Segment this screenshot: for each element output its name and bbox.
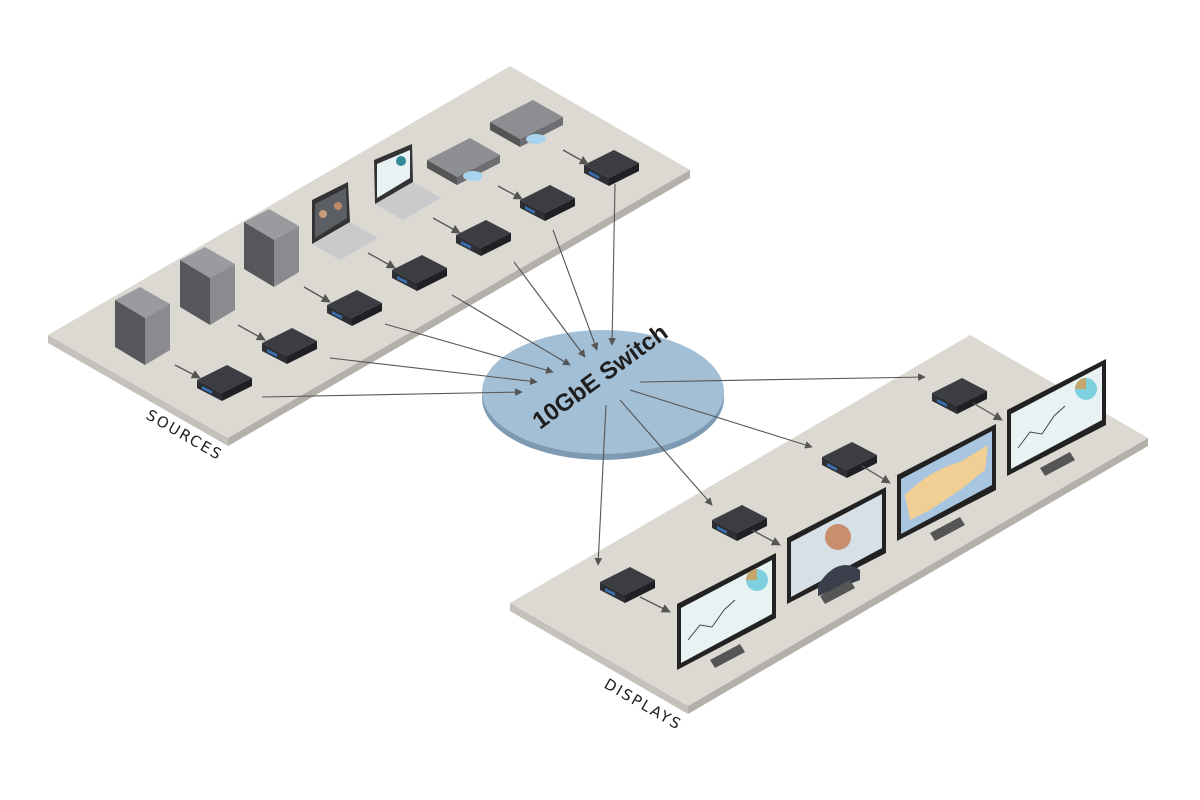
tower-pc-2 xyxy=(180,247,235,325)
switch: 10GbE Switch xyxy=(482,319,724,460)
display-dashboard-1 xyxy=(677,553,776,670)
sources-platform xyxy=(48,66,690,446)
source-device-arrows xyxy=(174,149,589,379)
display-dashboard-2 xyxy=(1007,359,1106,476)
tower-pc-1 xyxy=(115,287,170,365)
encoder-7 xyxy=(584,150,639,186)
decoder-4 xyxy=(932,378,987,414)
tower-pc-3 xyxy=(244,209,299,287)
disc-player-2 xyxy=(490,100,563,147)
encoder-4 xyxy=(392,255,447,291)
encoder-6 xyxy=(520,185,575,221)
decoder-1 xyxy=(600,567,655,603)
decoder-to-display-arrows xyxy=(639,402,1003,613)
laptop-video-call xyxy=(312,182,378,260)
laptop-dashboard xyxy=(374,144,441,220)
decoder-2 xyxy=(712,505,767,541)
display-us-map xyxy=(897,424,996,541)
disc-player-1 xyxy=(427,138,500,185)
source-encoders xyxy=(197,150,639,401)
display-video-call xyxy=(787,487,886,604)
encoder-to-switch-arrows xyxy=(261,183,616,398)
switch-to-decoder-arrows xyxy=(594,373,926,566)
encoder-1 xyxy=(197,365,252,401)
encoder-5 xyxy=(456,220,511,256)
encoder-2 xyxy=(262,328,317,364)
encoder-3 xyxy=(327,290,382,326)
